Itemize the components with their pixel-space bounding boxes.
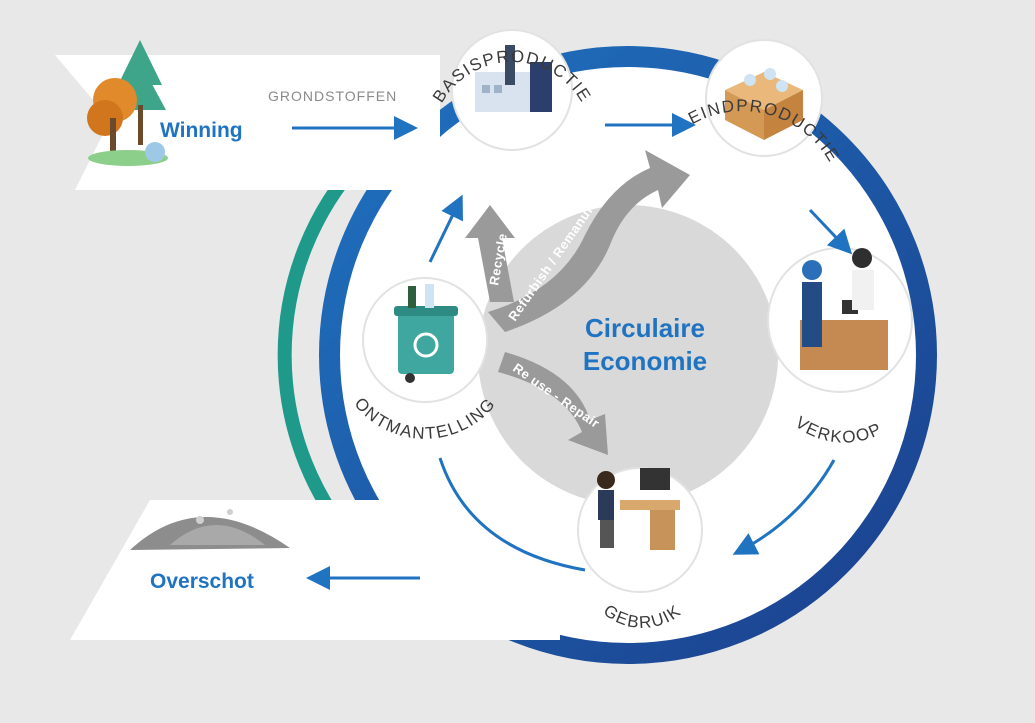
grondstoffen-label: GRONDSTOFFEN [268,88,397,104]
arrow-verkoop-to-gebruik [732,459,836,555]
factory-icon [475,45,552,112]
gebruik-node [577,467,703,593]
basisproductie-node [451,29,573,151]
overschot-ribbon [70,500,560,640]
recycle-arrow-icon [465,205,515,302]
overschot-label: Overschot [150,570,254,593]
arrow-eind-to-verkoop [808,208,853,255]
box-of-bottles-icon [725,68,803,140]
recycle-loop: Recycle [465,205,515,302]
recycle-bin-icon [394,284,458,383]
ontmanteling-node [362,277,488,403]
arrow-ontm-to-basis [428,194,463,263]
center-title-line2: Economie [583,346,707,376]
outer-ring [319,46,937,664]
center-title-line1: Circulaire [585,313,705,343]
eindproductie-node [705,39,823,157]
teal-arc [277,155,366,555]
shop-counter-icon [800,248,888,370]
waste-pile-icon [130,509,290,550]
arrow-gebruik-to-ontm [438,457,586,572]
verkoop-node [767,247,913,393]
reuse-arrow-icon [498,352,608,455]
desk-worker-icon [597,468,680,550]
trees-icon [87,40,168,166]
winning-label: Winning [160,119,243,142]
refurbish-arrow-icon [488,150,690,332]
